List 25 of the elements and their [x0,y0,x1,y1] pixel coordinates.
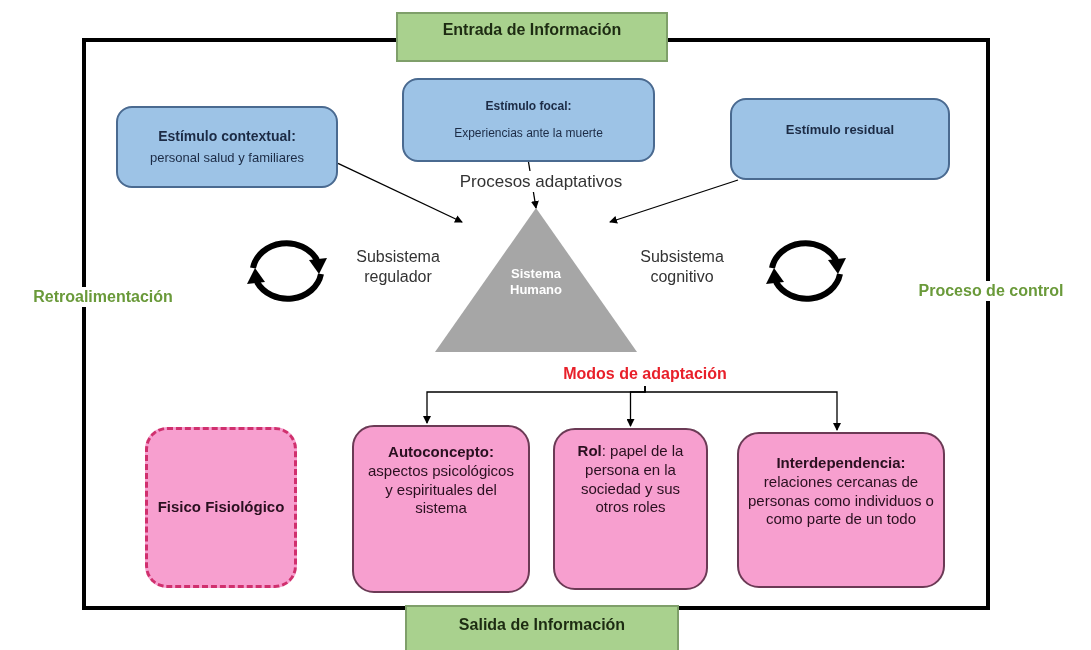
stimulus-box [402,78,655,162]
info-box [405,605,679,650]
mode-box [737,432,945,588]
node-text: personal salud y familiares [150,149,304,166]
node-text: Salida de Información [458,615,626,635]
node-text: Estímulo residual [785,122,895,139]
node-text: Estímulo contextual: [158,128,296,146]
arrow [337,162,463,223]
node-text: Rol: papel de la persona en la sociedad y sus otros roles [576,442,685,517]
node-text: Estímulo focal: [485,99,572,114]
node-text: Entrada de Información [442,20,622,40]
mode-box [553,428,708,590]
node-text: Sistema Humano [509,266,563,299]
arrow [609,179,739,224]
node-text: Fisico Fisiológico [157,498,285,517]
node-text: Interdependencia: relaciones cercanas de personas como individuos o como parte de un todo [747,454,935,529]
node-text: Autoconcepto: aspectos psicológicos y espirituales del sistema [367,443,515,518]
info-box [396,12,668,62]
mode-box [145,427,297,588]
mode-box [352,425,530,593]
stimulus-box [116,106,338,188]
arrow [644,385,841,431]
stimulus-box [730,98,950,180]
node-text: Experiencias ante la muerte [454,126,603,141]
node-text: Modos de adaptación [563,364,727,384]
